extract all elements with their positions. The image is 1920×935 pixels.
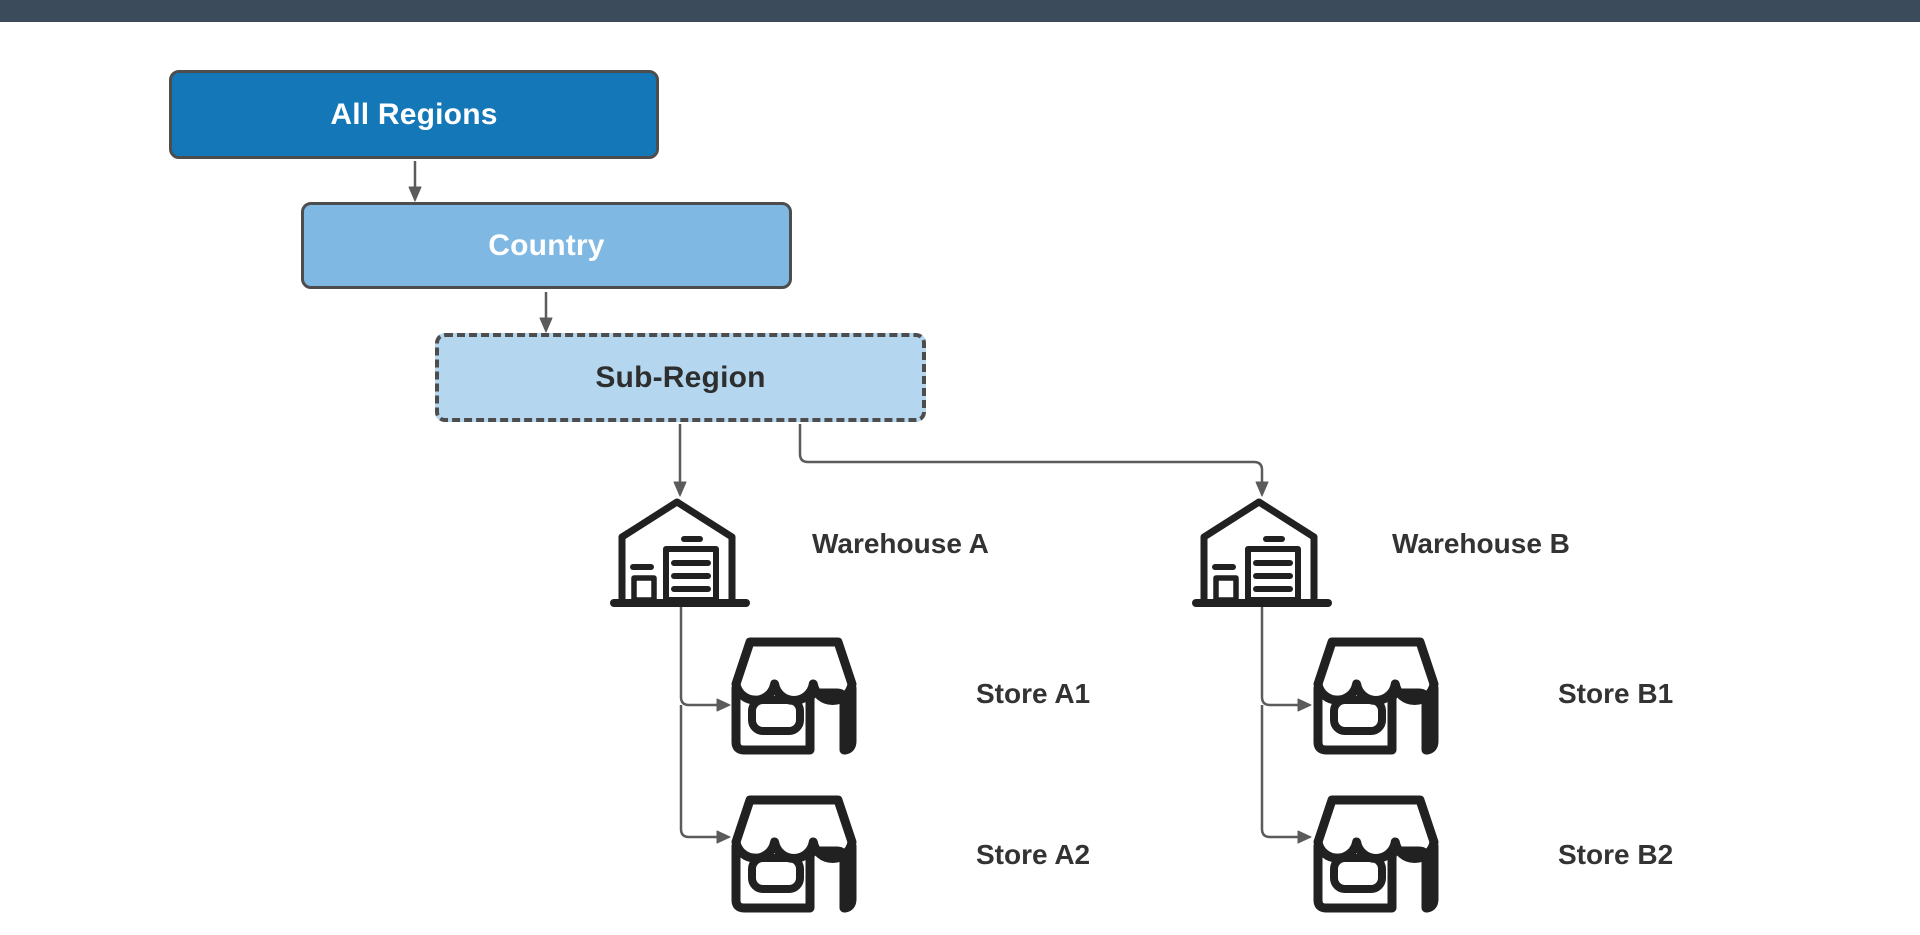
edge-subregion-warehouse-b [798,424,1269,497]
edge-allregions-country [408,161,422,202]
edge-subregion-warehouse-a [673,424,687,497]
store-b1-label: Store B1 [1558,678,1674,709]
edge-warehouse-a-store-a1 [679,606,731,712]
edge-warehouse-b-store-b1 [1260,606,1312,712]
store-a2-label: Store A2 [976,839,1091,870]
store-icon[interactable] [724,636,864,756]
node-all-regions[interactable]: All Regions [169,70,659,159]
node-country[interactable]: Country [301,202,792,289]
node-all-regions-label: All Regions [330,97,498,131]
edge-warehouse-a-store-a2 [679,705,731,844]
store-icon[interactable] [1306,794,1446,914]
edge-warehouse-b-store-b2 [1260,705,1312,844]
warehouse-b-label: Warehouse B [1392,528,1570,559]
warehouse-a-label: Warehouse A [812,528,989,559]
store-b2-label: Store B2 [1558,839,1674,870]
warehouse-icon[interactable] [610,497,750,609]
top-bar [0,0,1920,22]
node-sub-region-label: Sub-Region [595,360,766,394]
store-a1-label: Store A1 [976,678,1091,709]
warehouse-icon[interactable] [1192,497,1332,609]
node-sub-region[interactable]: Sub-Region [435,333,926,422]
node-country-label: Country [488,228,605,262]
store-icon[interactable] [724,794,864,914]
edge-country-subregion [539,292,553,333]
store-icon[interactable] [1306,636,1446,756]
